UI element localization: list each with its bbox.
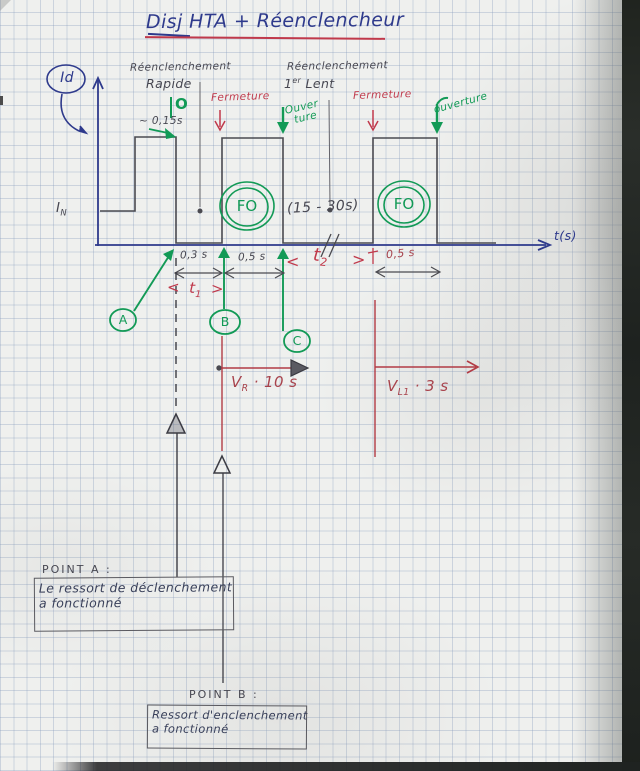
note-a-line2: a fonctionné — [38, 595, 122, 611]
closed-time-label: 0,5 s — [237, 250, 266, 264]
point-a-label: A — [118, 312, 128, 327]
slow-reclose-label-line1: Réenclenchement — [286, 59, 389, 73]
x-axis-arrow-icon — [537, 239, 553, 251]
fo-left-label: FO — [236, 197, 258, 215]
slow-reclose-label-line2: 1er Lent — [284, 76, 335, 92]
point-b-circle — [209, 309, 241, 335]
scan-edge-bottom — [52, 762, 640, 771]
note-a-box: Le ressort de déclenchement a fonctionné — [33, 576, 235, 632]
grid-paper — [0, 0, 622, 771]
closing2-label: Fermeture — [352, 87, 412, 103]
y-axis-arrow-icon — [92, 75, 104, 90]
pointer-line-fast-reclose — [197, 82, 203, 214]
fast-reclose-label-line1: Réenclenchement — [129, 60, 232, 74]
note-a-line1: Le ressort de déclenchement — [38, 579, 233, 596]
y-axis-label: Id — [60, 70, 74, 86]
interval-arrow-dead-time — [173, 267, 224, 279]
axis-break-icon — [320, 233, 340, 258]
closing1-label: Fermeture — [210, 89, 270, 105]
note-a-heading: POINT A : — [42, 563, 112, 576]
t1-symbol: t1 — [188, 278, 202, 301]
x-axis — [95, 239, 553, 251]
closing1-arrow-icon — [214, 110, 226, 132]
interval-arrow-closed-time2 — [374, 266, 442, 278]
vr-timer-arrow — [216, 359, 310, 377]
point-b-label: B — [220, 314, 230, 329]
current-waveform — [100, 136, 496, 244]
opening2-arrow-icon — [431, 96, 449, 134]
note-b-line1: Ressort d'enclenchement — [152, 707, 308, 723]
pointer-line-slow-reclose — [327, 99, 333, 213]
scan-edge-right — [622, 0, 640, 771]
point-c-arrow-icon — [277, 248, 289, 331]
note-b-callout — [212, 454, 232, 683]
id-callout-arrow — [46, 64, 89, 135]
t2-open-bracket: < — [286, 252, 300, 271]
open-mark-label: O — [175, 95, 188, 113]
vl-timer-label: VL1 · 3 s — [387, 377, 449, 398]
note-b-line2: a fonctionné — [151, 721, 229, 737]
fault-duration-arrow-icon — [148, 128, 176, 139]
opening1-arrow-icon — [277, 107, 289, 134]
page-title: Disj HTA + Réenclencheur — [145, 8, 405, 34]
vr-arrowhead-icon — [290, 359, 310, 377]
scan-corner-shadow — [0, 0, 11, 11]
t2-symbol: t2 — [312, 244, 329, 270]
point-c-label: C — [292, 333, 302, 348]
t2-close-bracket: > — [352, 250, 366, 269]
point-a-arrow-icon — [133, 249, 174, 312]
point-c-circle — [283, 329, 311, 353]
vl-timer-arrow — [375, 360, 480, 374]
x-axis-label: t(s) — [554, 228, 577, 243]
fo-right-label: FO — [393, 195, 415, 213]
point-b-arrow-icon — [218, 247, 230, 309]
tick-pulse3-start — [367, 248, 379, 264]
fo-left-circle — [219, 181, 275, 231]
point-a-circle — [109, 308, 137, 332]
current-level-label: IN — [56, 200, 68, 218]
note-b-heading: POINT B : — [189, 688, 259, 701]
t1-open-bracket: < — [166, 278, 181, 297]
fault-duration-label: ~ 0,15s — [139, 115, 183, 127]
closed-time2-label: 0,5 s — [385, 245, 416, 262]
vr-timer-label: VR · 10 s — [231, 373, 298, 394]
interval-arrow-closed-time — [223, 267, 286, 279]
scan-speck — [0, 96, 3, 105]
fo-right-circle — [377, 180, 431, 228]
dead-time-label: 0,3 s — [179, 248, 208, 262]
fast-reclose-label-line2: Rapide — [146, 76, 192, 91]
note-b-box: Ressort d'enclenchement a fonctionné — [146, 704, 308, 750]
closing2-arrow-icon — [367, 110, 379, 132]
y-axis — [92, 75, 104, 246]
note-a-callout — [165, 258, 187, 577]
t1-close-bracket: > — [210, 279, 225, 298]
t1-label: < t1 > — [166, 278, 225, 301]
